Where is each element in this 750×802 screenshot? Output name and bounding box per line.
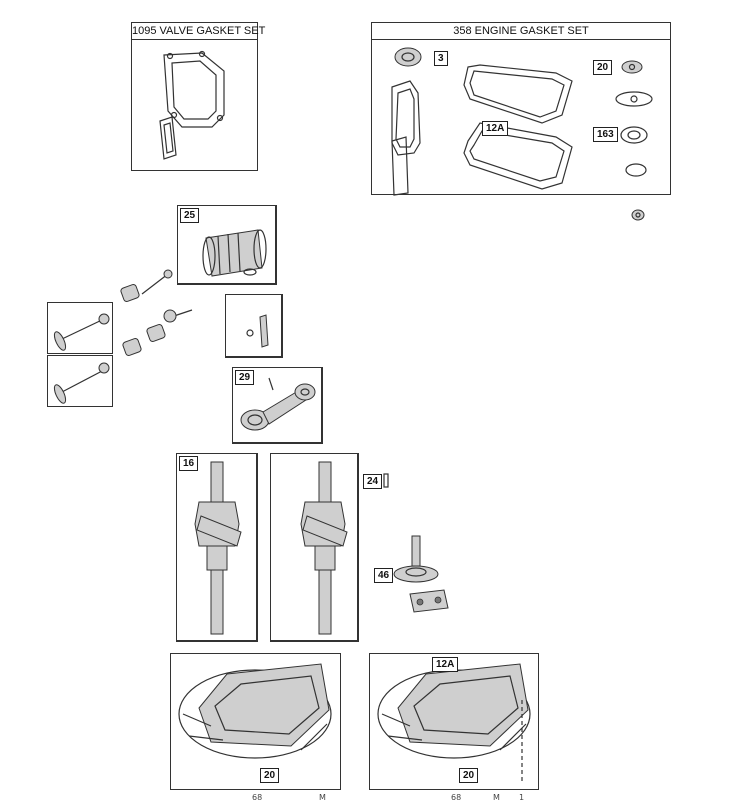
callout-gasket-163[interactable]: 163: [593, 127, 618, 142]
exhaust-valve-box: [47, 302, 113, 354]
callout-crankshaft-16[interactable]: 16: [179, 456, 199, 471]
engine-gasket-set-title: 358 ENGINE GASKET SET: [372, 23, 670, 40]
callout-sump-gasket-20-left[interactable]: 20: [260, 768, 280, 783]
alt-crankshaft-box: [270, 453, 359, 642]
piston-pin-box: [225, 294, 283, 358]
callout-connecting-rod-29[interactable]: 29: [235, 370, 255, 385]
sump-left-drawing: [178, 663, 332, 759]
callout-seal-3[interactable]: 3: [434, 51, 448, 66]
callout-key-24[interactable]: 24: [363, 474, 383, 489]
sheet-mark-5: 1: [519, 793, 525, 802]
piston-box: 25: [177, 205, 277, 285]
sump-right-box: 12A 20: [369, 653, 539, 790]
intake-valve-drawing: [53, 362, 110, 404]
small-nut-drawing: [631, 209, 645, 221]
valve-gasket-set-box: 1095 VALVE GASKET SET: [131, 22, 265, 171]
crankshaft-drawing: [194, 461, 242, 635]
connecting-rod-box: 29: [232, 367, 323, 444]
connecting-rod-drawing: [240, 377, 316, 431]
sheet-mark-1: 68: [252, 793, 263, 802]
sump-left-box: 20: [170, 653, 341, 790]
sheet-mark-3: 68: [451, 793, 462, 802]
sheet-mark-4: M: [493, 793, 500, 802]
engine-gasket-set-box: 358 ENGINE GASKET SET 3 20 12A 163: [371, 22, 671, 196]
exhaust-valve-drawing: [53, 313, 110, 351]
intake-valve-box: [47, 355, 113, 407]
valve-gasket-set-drawing: [159, 50, 225, 160]
alt-crankshaft-drawing: [300, 461, 348, 635]
callout-gasket-20-top[interactable]: 20: [593, 60, 613, 75]
key-drawing: [383, 473, 389, 488]
callout-sump-12a[interactable]: 12A: [432, 657, 459, 672]
callout-gasket-12a-top[interactable]: 12A: [482, 121, 509, 136]
sump-right-drawing: [377, 663, 531, 784]
valve-gasket-set-title: 1095 VALVE GASKET SET: [132, 23, 265, 40]
piston-drawing: [202, 229, 267, 277]
valve-springs-drawing: [120, 269, 193, 356]
sheet-mark-2: M: [319, 793, 326, 802]
callout-sump-gasket-20-right[interactable]: 20: [459, 768, 479, 783]
piston-pin-drawing: [246, 314, 269, 348]
governor-drawing: [393, 535, 449, 613]
callout-piston-25[interactable]: 25: [180, 208, 200, 223]
crankshaft-box: 16: [176, 453, 258, 642]
engine-gasket-set-drawing: [391, 47, 653, 196]
callout-governor-46[interactable]: 46: [374, 568, 394, 583]
